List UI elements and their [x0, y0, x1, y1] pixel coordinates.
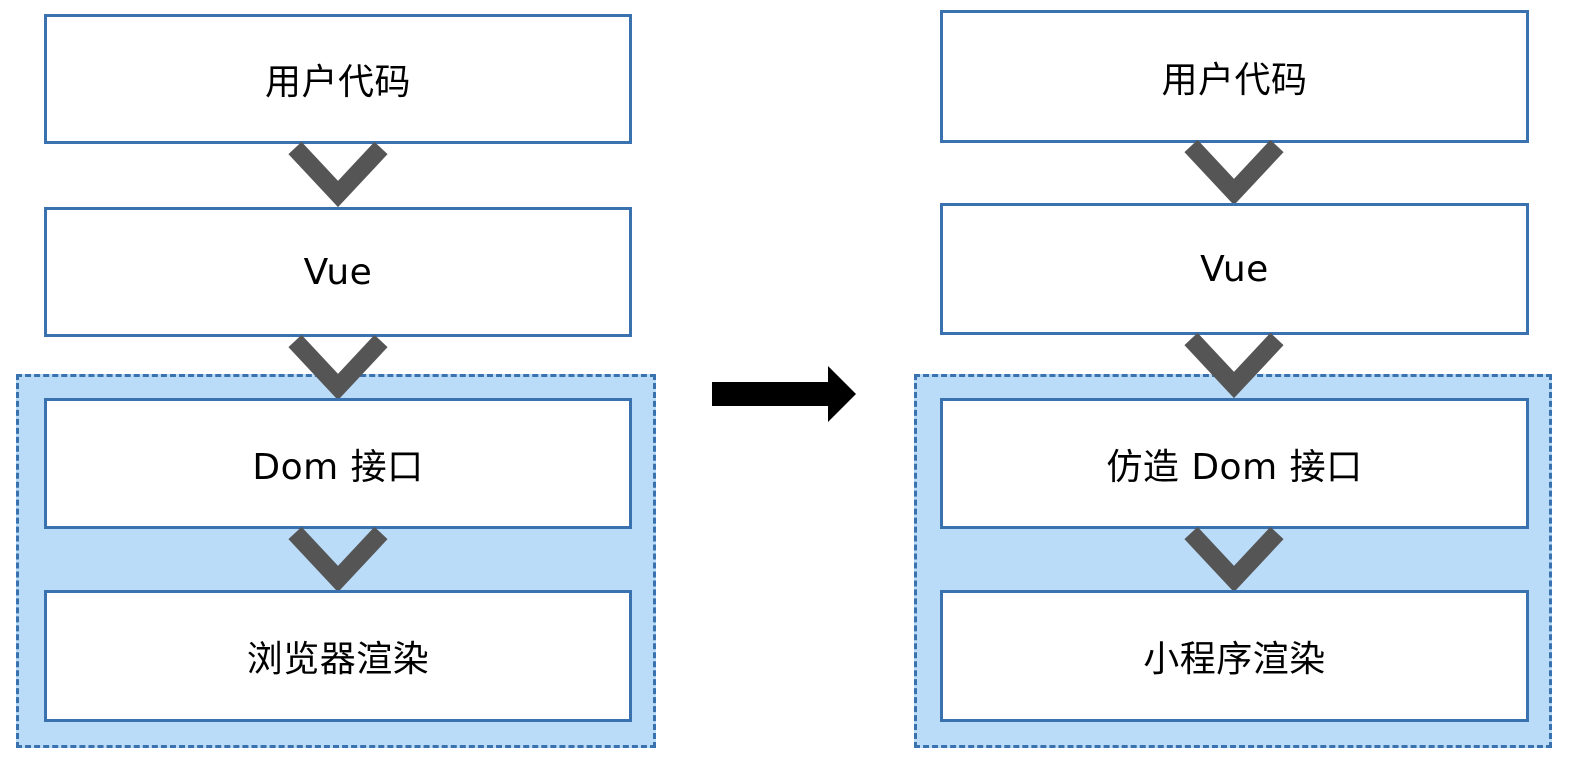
chevron-down-icon: [288, 335, 388, 401]
right-vue-label: Vue: [1200, 248, 1269, 290]
right-user-code-label: 用户代码: [1161, 59, 1308, 101]
chevron-down-icon: [1184, 140, 1284, 206]
left-vue-box: Vue: [44, 207, 632, 337]
chevron-down-icon: [1184, 333, 1284, 399]
left-dom-interface-label: Dom 接口: [252, 446, 424, 488]
right-miniprogram-render-box: 小程序渲染: [940, 590, 1529, 722]
left-browser-render-box: 浏览器渲染: [44, 590, 632, 722]
arrow-right-icon: [712, 366, 856, 422]
left-browser-render-label: 浏览器渲染: [246, 639, 430, 680]
left-dom-interface-box: Dom 接口: [44, 398, 632, 529]
right-user-code-box: 用户代码: [940, 10, 1529, 143]
chevron-down-icon: [288, 142, 388, 208]
right-fake-dom-interface-box: 仿造 Dom 接口: [940, 398, 1529, 529]
right-fake-dom-interface-label: 仿造 Dom 接口: [1106, 446, 1363, 488]
left-user-code-box: 用户代码: [44, 14, 632, 144]
right-miniprogram-render-label: 小程序渲染: [1143, 639, 1326, 680]
chevron-down-icon: [288, 527, 388, 593]
left-vue-label: Vue: [303, 251, 373, 293]
right-vue-box: Vue: [940, 203, 1529, 335]
left-user-code-label: 用户代码: [264, 62, 411, 103]
chevron-down-icon: [1184, 527, 1284, 593]
